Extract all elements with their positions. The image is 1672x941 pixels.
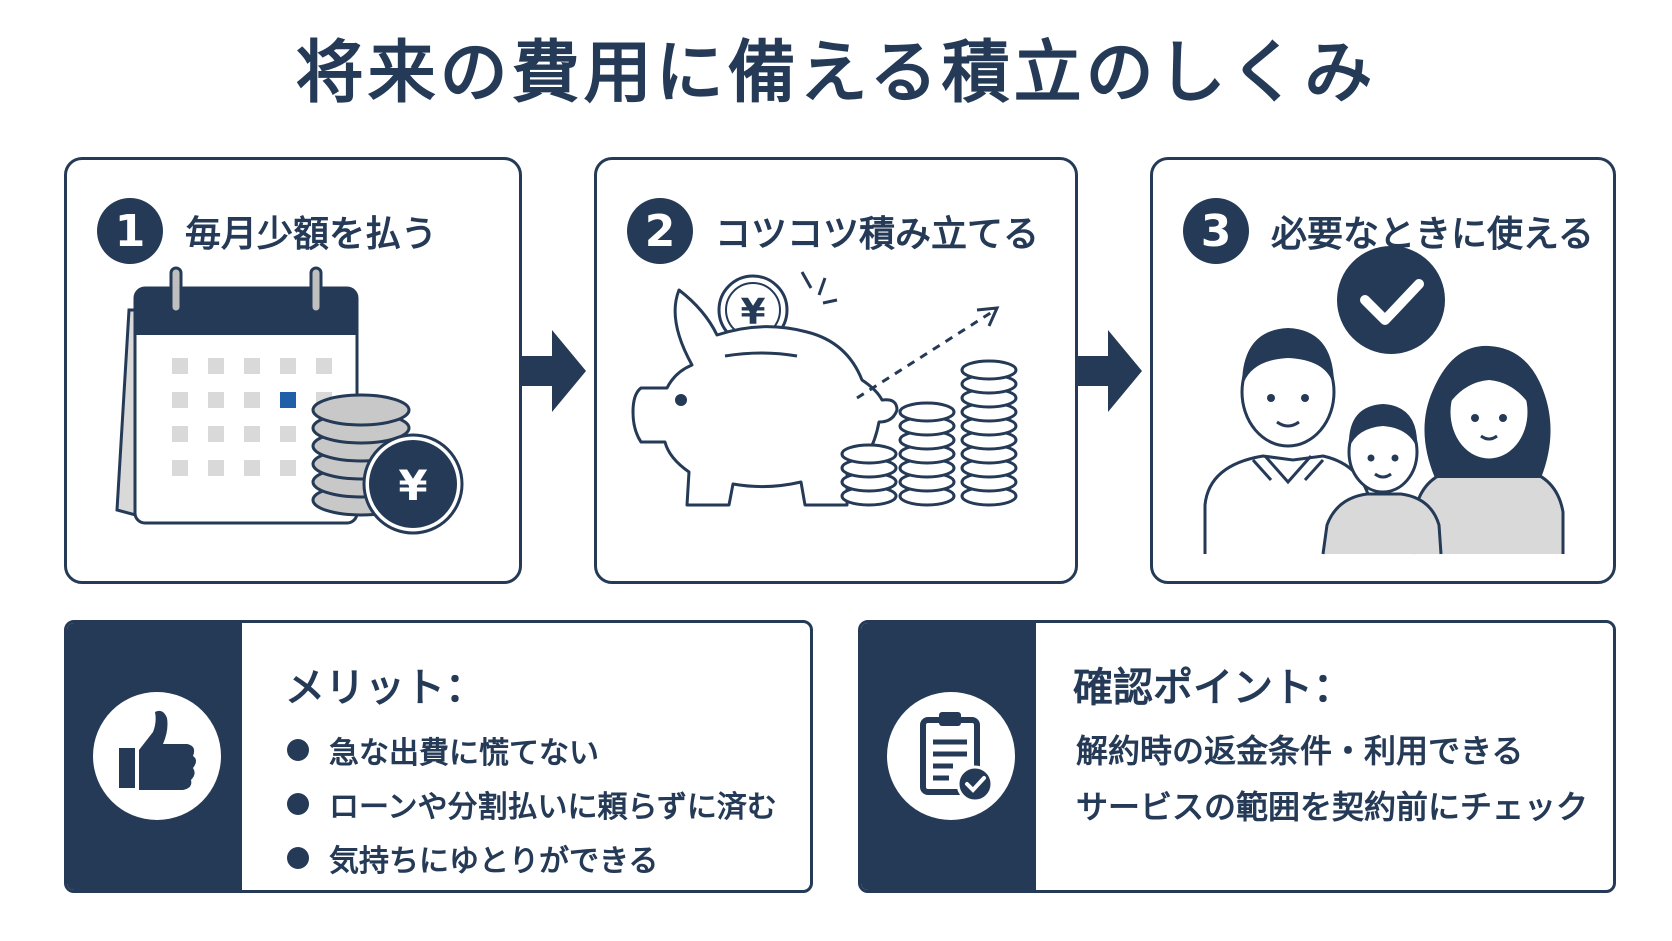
merit-item-text: 急な出費に慌てない	[329, 736, 599, 771]
list-item: 急な出費に慌てない	[287, 723, 777, 777]
merit-item-text: 気持ちにゆとりができる	[329, 844, 659, 879]
calendar-with-coins-icon: ¥	[115, 266, 464, 535]
merit-list: 急な出費に慌てない ローンや分割払いに頼らずに済む 気持ちにゆとりができる	[287, 723, 777, 885]
check-panel: 確認ポイント： 解約時の返金条件・利用できる サービスの範囲を契約前にチェック	[858, 620, 1616, 893]
step-label-3: 必要なときに使える	[1271, 214, 1594, 255]
clipboard-check-icon	[920, 712, 994, 803]
arrow-right-icon	[522, 330, 586, 412]
list-item: ローンや分割払いに頼らずに済む	[287, 777, 777, 831]
step-number-2: 2	[627, 198, 693, 264]
thumbs-up-icon	[119, 710, 196, 790]
bullet-dot	[287, 847, 309, 869]
bullet-dot	[287, 739, 309, 761]
step-header-2: 2 コツコツ積み立てる	[627, 198, 1039, 264]
family-check-icon	[1203, 246, 1565, 555]
bullet-dot	[287, 793, 309, 815]
merit-panel-side	[67, 623, 242, 890]
step-card-2: ¥ 2 コツコツ積み立てる	[594, 157, 1078, 584]
list-item: 気持ちにゆとりができる	[287, 831, 777, 885]
check-panel-side	[861, 623, 1036, 890]
yen-symbol: ¥	[398, 461, 427, 510]
step-number-1: 1	[97, 198, 163, 264]
step-card-1: ¥ 1 毎月少額を払う	[64, 157, 522, 584]
step-label-1: 毎月少額を払う	[185, 214, 438, 255]
clipboard-check-icon-badge	[887, 692, 1015, 820]
check-line: 解約時の返金条件・利用できる	[1076, 732, 1524, 770]
merit-title: メリット：	[285, 665, 485, 711]
check-title: 確認ポイント：	[1073, 665, 1353, 711]
arrow-right-icon	[1078, 330, 1142, 412]
check-notes: 解約時の返金条件・利用できる サービスの範囲を契約前にチェック	[1076, 723, 1588, 835]
step-header-3: 3 必要なときに使える	[1183, 198, 1594, 264]
piggy-bank-growth-icon: ¥	[631, 271, 1018, 507]
check-line: サービスの範囲を契約前にチェック	[1076, 788, 1589, 826]
page-title: 将来の費用に備える積立のしくみ	[295, 34, 1377, 113]
merit-item-text: ローンや分割払いに頼らずに済む	[329, 790, 777, 825]
step-number-3: 3	[1183, 198, 1249, 264]
thumbs-up-icon-badge	[93, 692, 221, 820]
step-card-3: 3 必要なときに使える	[1150, 157, 1616, 584]
step-header-1: 1 毎月少額を払う	[97, 198, 437, 264]
step-label-2: コツコツ積み立てる	[715, 214, 1040, 255]
merit-panel: メリット： 急な出費に慌てない ローンや分割払いに頼らずに済む 気持ちにゆとりが…	[64, 620, 813, 893]
